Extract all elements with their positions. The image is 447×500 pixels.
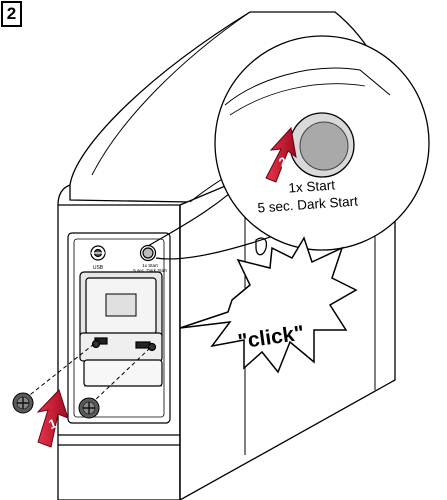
connection-panel (68, 233, 170, 423)
usb-label: USB (93, 265, 104, 271)
usb-port (91, 246, 105, 260)
step-number: 2 (7, 4, 16, 24)
screw-left (13, 393, 33, 413)
step-number-badge: 2 (1, 1, 22, 27)
panel-button-label-2: 5 sec. Dark Start (133, 268, 167, 273)
screw-right (79, 398, 99, 418)
magnified-start-button (290, 113, 354, 177)
start-button (141, 246, 156, 261)
